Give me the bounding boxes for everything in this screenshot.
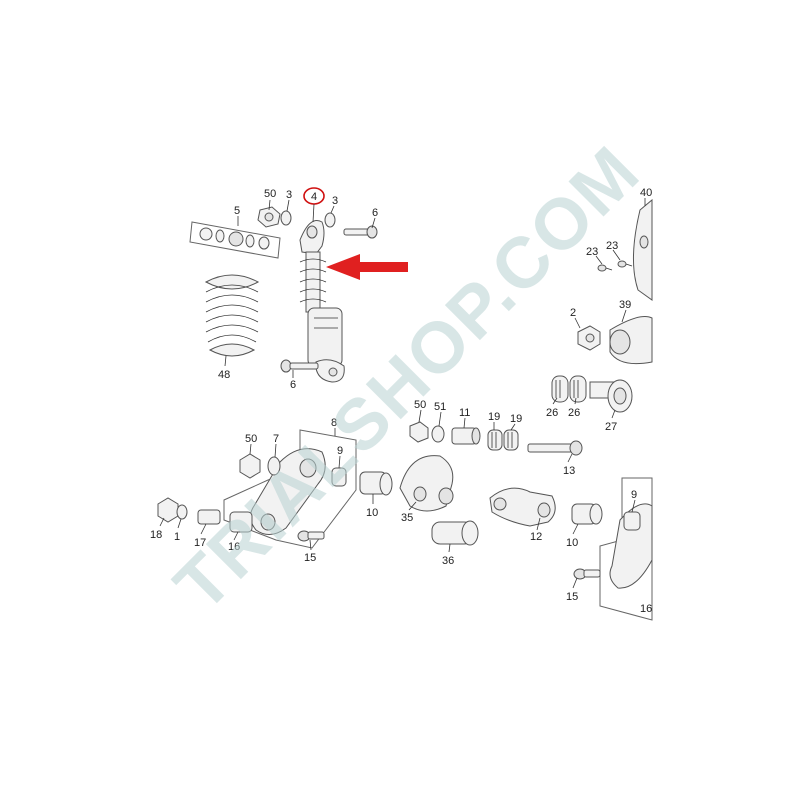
part-2-nut bbox=[577, 325, 601, 351]
part-36-bushing bbox=[431, 520, 479, 546]
part-50-nut-top bbox=[257, 206, 281, 228]
label-40: 40 bbox=[640, 187, 652, 199]
label-19: 19 bbox=[488, 411, 500, 423]
label-23: 23 bbox=[606, 240, 618, 252]
part-6-bolt-bottom bbox=[280, 359, 319, 373]
label-10: 10 bbox=[366, 507, 378, 519]
label-1: 1 bbox=[174, 531, 180, 543]
part-11-sleeve bbox=[451, 427, 481, 445]
label-11: 11 bbox=[459, 407, 470, 419]
part-3-washer-left bbox=[280, 210, 292, 226]
part-35-link bbox=[399, 455, 454, 512]
label-6: 6 bbox=[372, 207, 378, 219]
label-13: 13 bbox=[563, 465, 575, 477]
part-27-spacer bbox=[589, 379, 633, 413]
label-2: 2 bbox=[570, 307, 576, 319]
part-23-screws bbox=[597, 260, 633, 272]
label-36: 36 bbox=[442, 555, 454, 567]
label-27: 27 bbox=[605, 421, 617, 433]
label-51: 51 bbox=[434, 401, 446, 413]
label-39: 39 bbox=[619, 299, 631, 311]
label-9: 9 bbox=[337, 445, 343, 457]
label-3: 3 bbox=[332, 195, 338, 207]
part-18-nut bbox=[157, 497, 179, 523]
highlight-arrow-icon bbox=[326, 254, 408, 280]
label-48: 48 bbox=[218, 369, 230, 381]
part-16-bushing-left bbox=[229, 511, 253, 533]
part-15-bolt-right bbox=[573, 568, 601, 580]
leader-lines bbox=[159, 198, 646, 589]
part-4-shock-absorber bbox=[299, 220, 345, 383]
part-labels: 50 3 4 3 6 5 48 6 40 23 23 2 39 26 26 27… bbox=[150, 187, 652, 615]
label-23: 23 bbox=[586, 246, 598, 258]
part-10-bushing-right bbox=[571, 503, 603, 525]
label-50: 50 bbox=[264, 188, 276, 200]
part-15-bolt-left bbox=[297, 530, 325, 542]
label-6: 6 bbox=[290, 379, 296, 391]
label-35: 35 bbox=[401, 512, 413, 524]
label-15: 15 bbox=[566, 591, 578, 603]
part-51-washer bbox=[431, 425, 445, 443]
label-7: 7 bbox=[273, 433, 279, 445]
label-50: 50 bbox=[245, 433, 257, 445]
part-13-bolt bbox=[527, 440, 583, 456]
label-3: 3 bbox=[286, 189, 292, 201]
label-12: 12 bbox=[530, 531, 542, 543]
label-19: 19 bbox=[510, 413, 522, 425]
label-4-highlighted: 4 bbox=[311, 191, 317, 203]
label-16: 16 bbox=[228, 541, 240, 553]
label-9: 9 bbox=[631, 489, 637, 501]
part-12-link bbox=[489, 487, 556, 527]
part-7-washer bbox=[267, 456, 281, 476]
part-17-sleeve bbox=[197, 509, 221, 525]
part-26-bearings bbox=[551, 375, 587, 403]
label-15: 15 bbox=[304, 552, 316, 564]
part-40-frame-piece bbox=[633, 198, 653, 301]
part-5-kit-frame bbox=[189, 221, 281, 259]
label-50: 50 bbox=[414, 399, 426, 411]
part-48-spring bbox=[204, 274, 260, 357]
part-39-link bbox=[609, 316, 653, 365]
part-50-nut-mid bbox=[409, 421, 429, 443]
part-6-bolt-top bbox=[343, 225, 378, 239]
label-18: 18 bbox=[150, 529, 162, 541]
label-26: 26 bbox=[568, 407, 580, 419]
part-8-link-right-frame bbox=[599, 477, 653, 621]
label-16: 16 bbox=[640, 603, 652, 615]
part-9-bushing-right bbox=[623, 511, 641, 531]
label-17: 17 bbox=[194, 537, 206, 549]
part-1-washer bbox=[176, 504, 188, 520]
label-26: 26 bbox=[546, 407, 558, 419]
label-8: 8 bbox=[331, 417, 337, 429]
label-10: 10 bbox=[566, 537, 578, 549]
label-5: 5 bbox=[234, 205, 240, 217]
part-19-bearings bbox=[487, 429, 519, 451]
part-3-washer-right bbox=[324, 212, 336, 228]
